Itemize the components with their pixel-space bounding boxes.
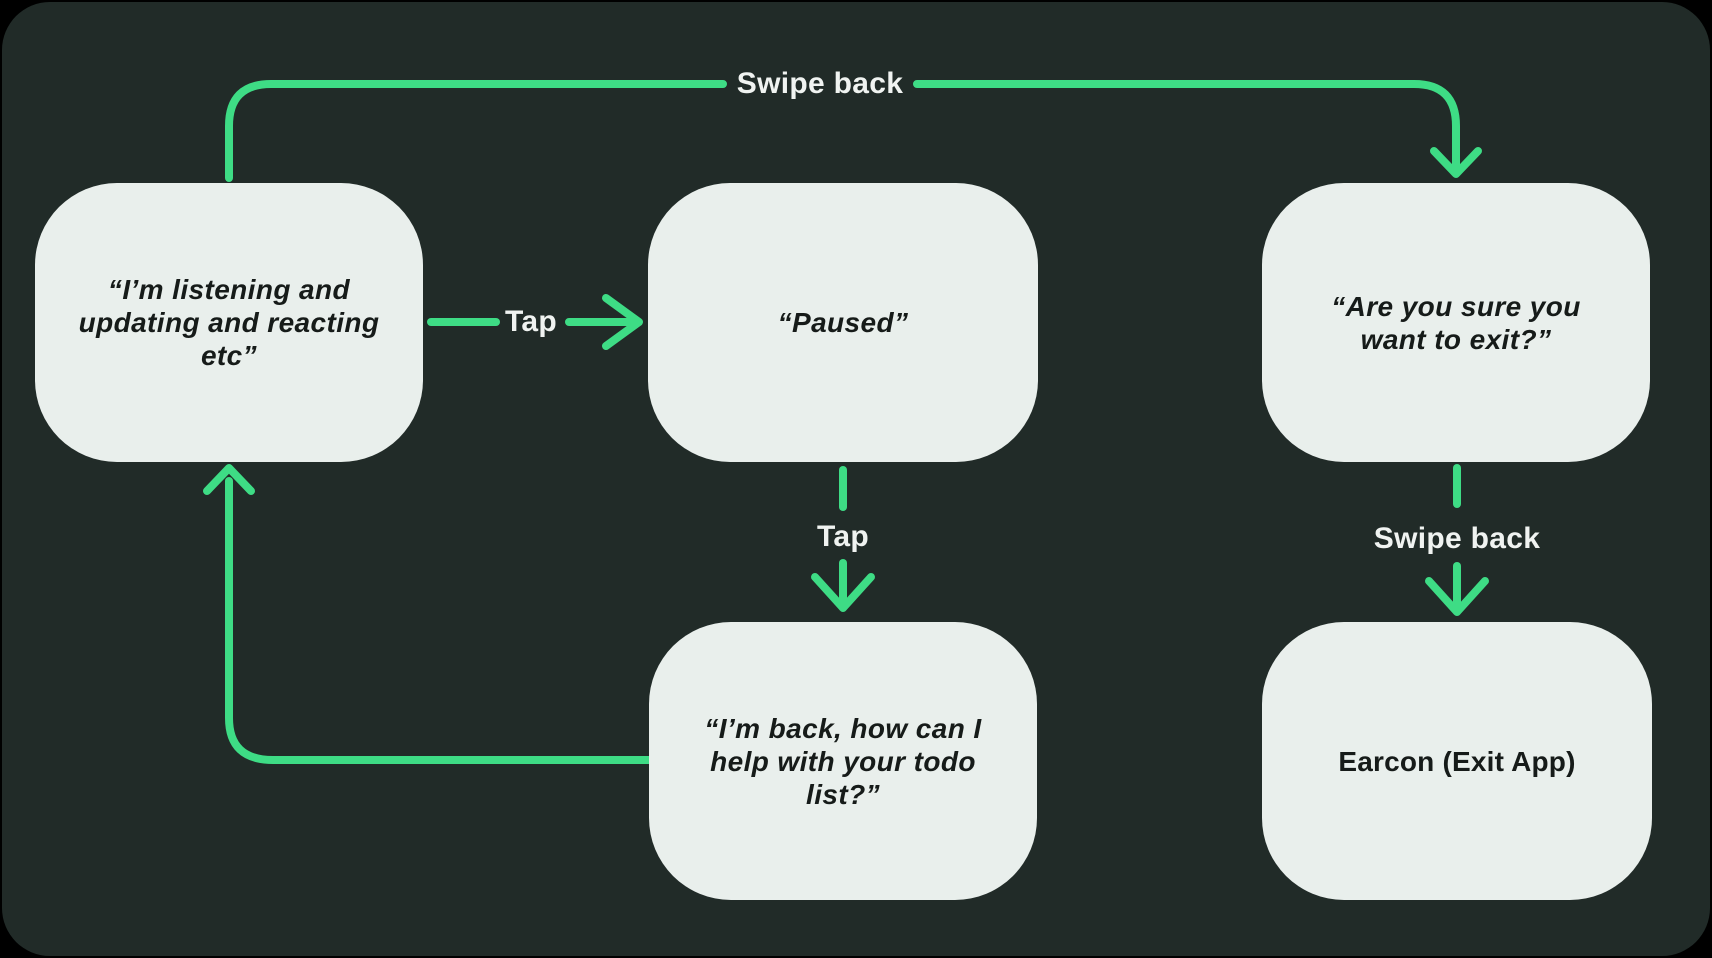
node-exit-confirm: “Are you sure you want to exit?”: [1262, 183, 1650, 462]
node-earcon-exit-text: Earcon (Exit App): [1338, 745, 1576, 777]
node-back-help-text: “I’m back, how can I help with your todo…: [704, 712, 982, 810]
node-listening-text: “I’m listening and updating and reacting…: [78, 274, 380, 371]
label-tap-down: Tap: [816, 520, 870, 553]
label-swipe-back-down: Swipe back: [1373, 522, 1541, 555]
node-listening: “I’m listening and updating and reacting…: [35, 183, 423, 462]
node-paused: “Paused”: [648, 183, 1038, 462]
node-paused-text: “Paused”: [777, 307, 909, 338]
node-exit-confirm-text: “Are you sure you want to exit?”: [1331, 290, 1581, 355]
node-earcon-exit: Earcon (Exit App): [1262, 622, 1652, 900]
label-tap-right: Tap: [504, 305, 558, 338]
node-back-help: “I’m back, how can I help with your todo…: [649, 622, 1037, 900]
label-swipe-back-top: Swipe back: [736, 67, 904, 100]
